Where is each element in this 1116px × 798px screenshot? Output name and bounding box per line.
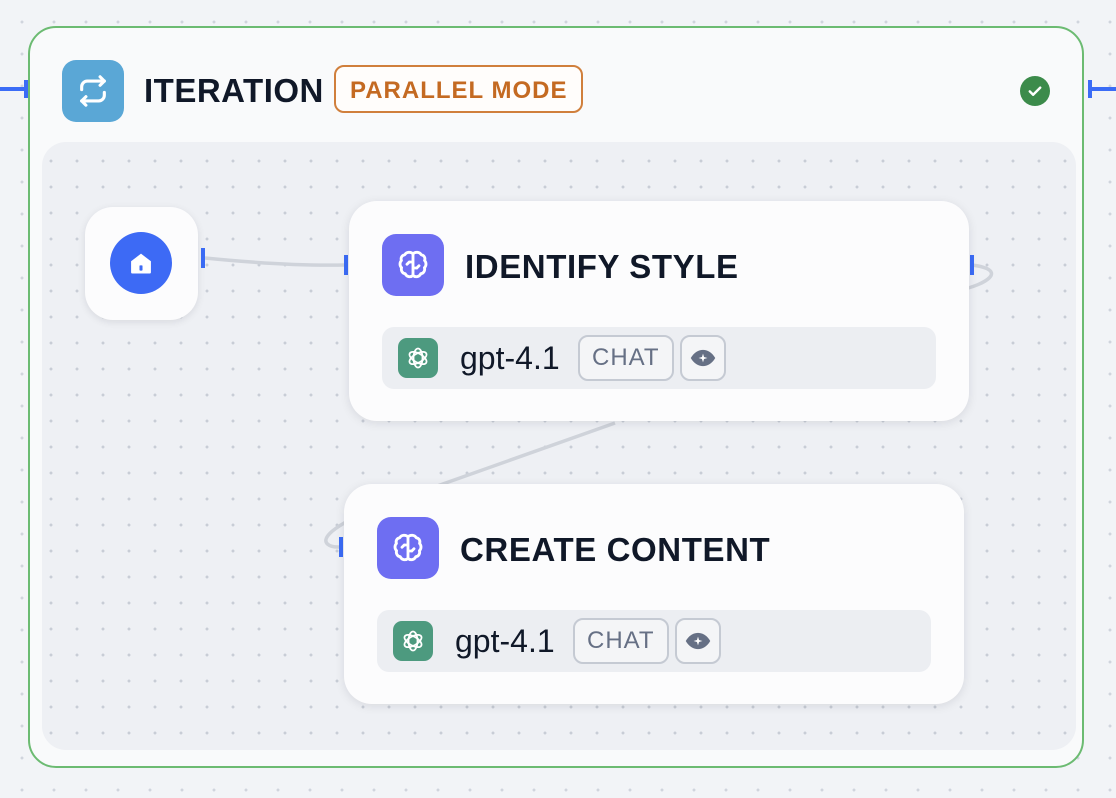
chat-badge: CHAT bbox=[573, 618, 669, 664]
node-title: IDENTIFY STYLE bbox=[465, 248, 739, 285]
loop-icon bbox=[62, 60, 124, 122]
vision-icon bbox=[680, 335, 726, 381]
parallel-mode-badge: PARALLEL MODE bbox=[334, 65, 584, 113]
start-node[interactable] bbox=[85, 207, 198, 320]
model-name: gpt-4.1 bbox=[455, 623, 555, 659]
model-selector[interactable]: gpt-4.1 CHAT bbox=[377, 610, 931, 672]
vision-icon bbox=[675, 618, 721, 664]
iteration-title: ITERATION bbox=[144, 72, 324, 109]
brain-icon bbox=[377, 517, 439, 579]
model-selector[interactable]: gpt-4.1 CHAT bbox=[382, 327, 936, 389]
node-title: CREATE CONTENT bbox=[460, 531, 771, 568]
iteration-output-handle[interactable] bbox=[1088, 87, 1116, 91]
llm-node-identify-style[interactable]: IDENTIFY STYLE gpt-4.1 CHAT bbox=[349, 201, 969, 421]
iteration-output-handle-cap bbox=[1088, 80, 1092, 98]
model-name: gpt-4.1 bbox=[460, 340, 560, 376]
openai-icon bbox=[398, 338, 438, 378]
openai-icon bbox=[393, 621, 433, 661]
brain-icon bbox=[382, 234, 444, 296]
check-circle-icon bbox=[1020, 76, 1050, 106]
llm-node-create-content[interactable]: CREATE CONTENT gpt-4.1 CHAT bbox=[344, 484, 964, 704]
iteration-input-handle[interactable] bbox=[0, 87, 26, 91]
iteration-input-handle-cap bbox=[24, 80, 28, 98]
chat-badge: CHAT bbox=[578, 335, 674, 381]
home-icon bbox=[110, 232, 172, 294]
